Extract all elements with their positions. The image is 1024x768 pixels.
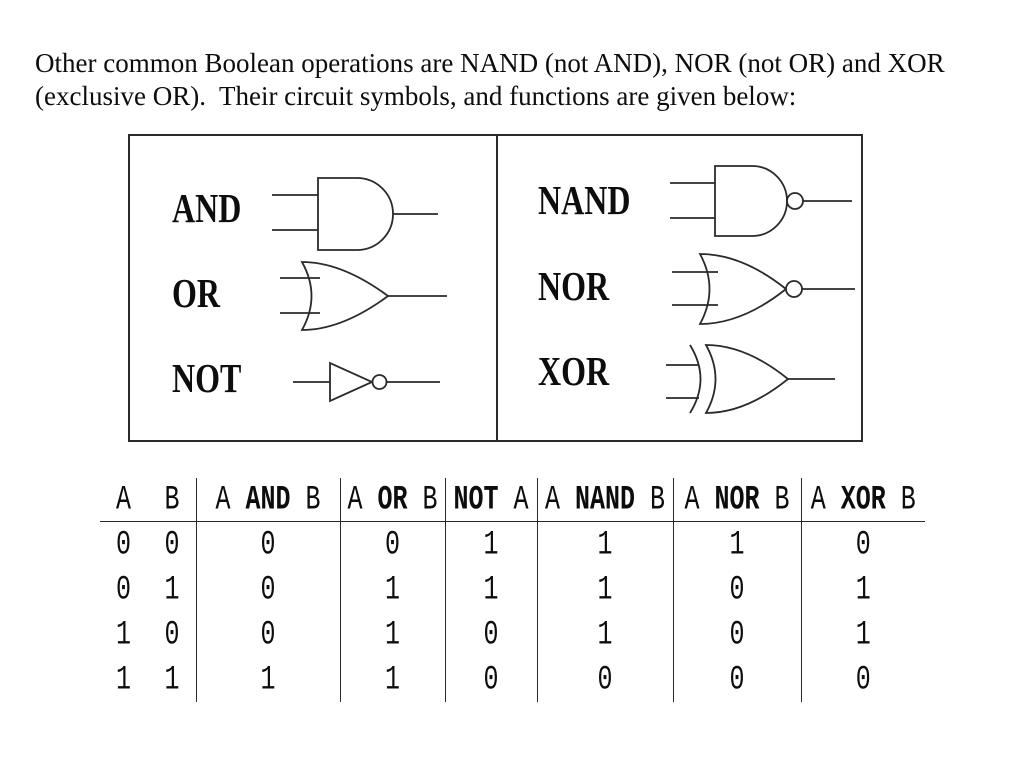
column-header-nor: A NOR B	[673, 478, 802, 522]
not-gate-label: NOT	[172, 354, 242, 402]
and-gate-label: AND	[172, 184, 242, 232]
column-header-or: A OR B	[340, 478, 446, 522]
or-gate-icon	[280, 261, 447, 331]
table-cell: 1	[445, 521, 538, 567]
table-cell: 1	[340, 567, 446, 612]
table-cell: 1	[445, 567, 538, 612]
table-cell: 0	[445, 612, 538, 657]
table-cell: 1	[855, 569, 871, 610]
table-cell: 1	[340, 612, 446, 657]
nor-gate-label: NOR	[538, 262, 610, 310]
column-header-xor: A XOR B	[801, 478, 925, 522]
panel-divider	[496, 136, 498, 440]
table-cell: 0	[855, 524, 871, 565]
nor-gate-icon	[672, 253, 855, 325]
xor-gate-label: XOR	[538, 347, 610, 395]
table-cell: 1	[855, 614, 871, 655]
table-cell: 1	[196, 657, 341, 702]
column-header-not: NOT A	[445, 478, 538, 522]
table-cell: 1	[673, 521, 802, 567]
table-cell: 0	[196, 567, 341, 612]
truth-table-header-row: A B A AND B A OR B NOT A A NAND B A NOR …	[100, 478, 925, 522]
table-cell: 0	[673, 567, 802, 612]
table-cell: 1	[537, 521, 674, 567]
table-cell: 1	[340, 657, 446, 702]
nand-gate-label: NAND	[538, 176, 631, 224]
xor-gate-icon	[666, 344, 835, 414]
page-title: Other common Boolean operations are NAND…	[35, 48, 945, 111]
header-b: B	[164, 479, 180, 520]
table-cell: 0	[340, 521, 446, 567]
table-cell: 1	[537, 567, 674, 612]
column-header-and: A AND B	[196, 478, 341, 522]
column-header-inputs: A B	[100, 478, 197, 522]
table-cell: 0	[445, 657, 538, 702]
header-a: A	[116, 479, 132, 520]
table-cell: 0	[673, 612, 802, 657]
not-gate-icon	[293, 361, 440, 403]
and-gate-icon	[272, 177, 438, 251]
column-header-nand: A NAND B	[537, 478, 674, 522]
or-gate-label: OR	[172, 269, 220, 317]
truth-table: A B A AND B A OR B NOT A A NAND B A NOR …	[100, 478, 925, 702]
table-cell: 0	[537, 657, 674, 702]
table-cell: 0	[673, 657, 802, 702]
table-cell: 0	[855, 659, 871, 700]
nand-gate-icon	[670, 165, 852, 237]
table-cell: 1	[537, 612, 674, 657]
table-cell: 0	[196, 612, 341, 657]
table-cell: 0	[196, 521, 341, 567]
